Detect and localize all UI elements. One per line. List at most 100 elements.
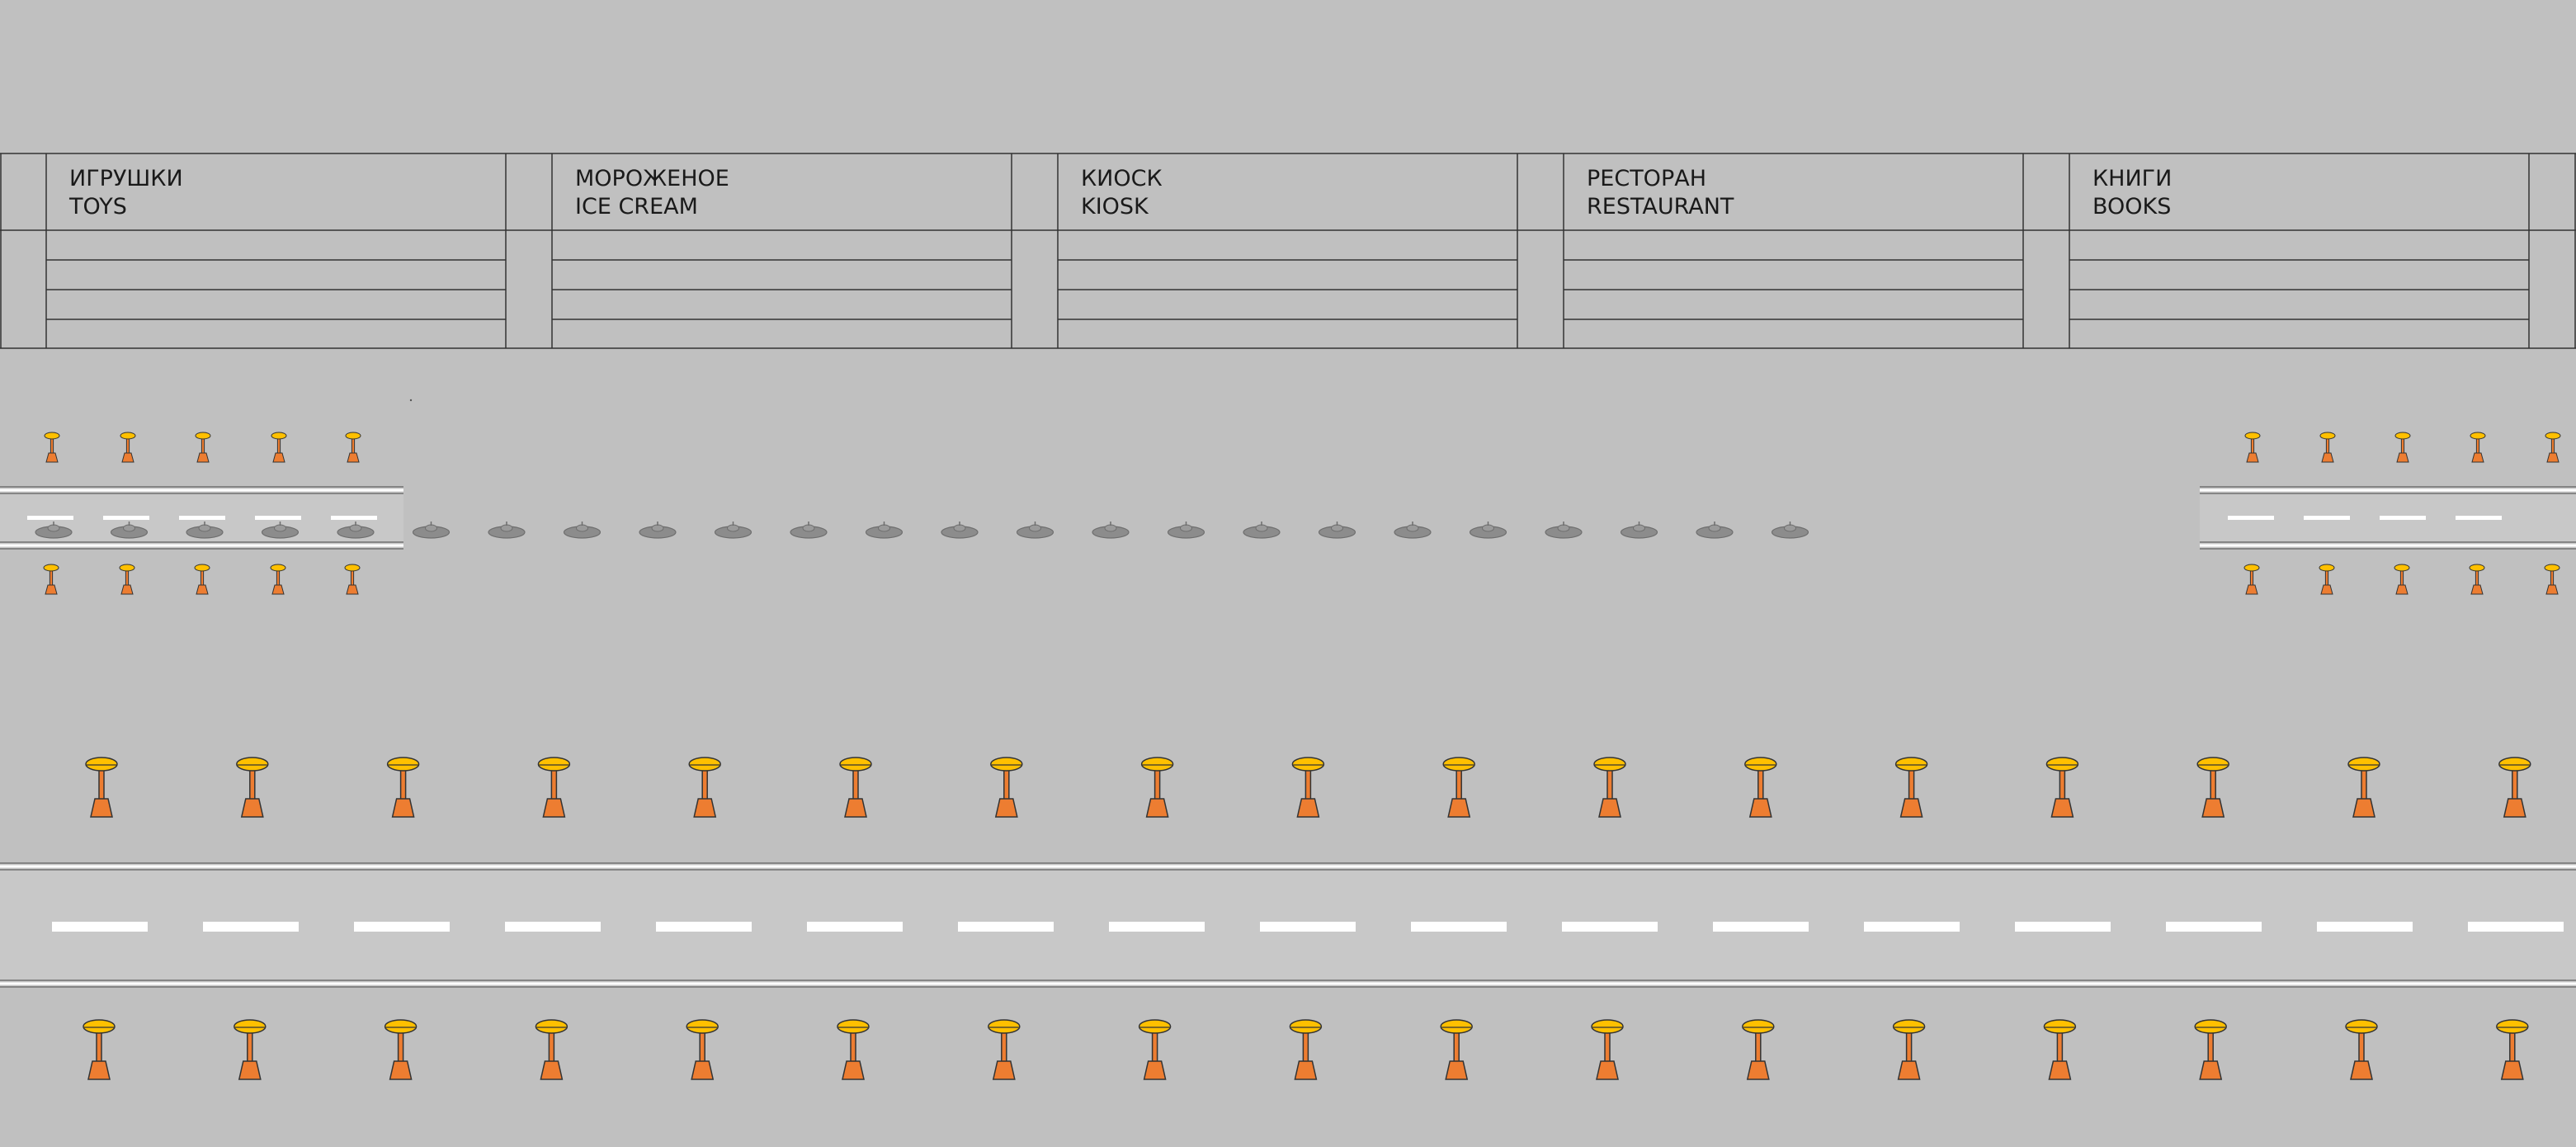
- lane-dash: [2228, 516, 2274, 520]
- street-lamp-icon: [344, 564, 361, 595]
- main-road: [0, 862, 2576, 988]
- shop-name-ru: МОРОЖЕНОЕ: [575, 166, 729, 191]
- lane-dash: [1713, 922, 1809, 932]
- lane-dash: [331, 516, 377, 520]
- street-lamp-icon: [120, 432, 136, 463]
- street-lamp-icon: [1892, 1019, 1926, 1080]
- stray-dot: [409, 399, 413, 402]
- street-lamp-icon: [1138, 1019, 1172, 1080]
- street-lamp-icon: [1591, 1019, 1624, 1080]
- lane-dash: [2317, 922, 2413, 932]
- cymbal-plate-icon: [1620, 521, 1658, 539]
- lane-dash: [2380, 516, 2426, 520]
- street-lamp-icon: [537, 757, 571, 818]
- upper-lamps: [43, 432, 2561, 595]
- street-lamp-icon: [2244, 432, 2261, 463]
- lane-dash: [179, 516, 225, 520]
- lane-dash: [2015, 922, 2111, 932]
- shop-name-en: KIOSK: [1081, 194, 1149, 219]
- street-lamp-icon: [1289, 1019, 1323, 1080]
- street-lamp-icon: [2045, 757, 2079, 818]
- street-lamp-icon: [1291, 757, 1325, 818]
- shop-label-books: КНИГИ BOOKS: [2092, 165, 2172, 221]
- cymbal-plate-icon: [865, 521, 903, 539]
- lane-dash: [656, 922, 752, 932]
- street-lamp-icon: [688, 757, 721, 818]
- street-lamp-icon: [990, 757, 1023, 818]
- street-lamp-icon: [2498, 757, 2531, 818]
- shop-name-en: ICE CREAM: [575, 194, 698, 219]
- lane-dash: [354, 922, 450, 932]
- street-lamp-icon: [2545, 432, 2561, 463]
- street-lamp-icon: [1744, 757, 1777, 818]
- street-lamp-icon: [2319, 564, 2335, 595]
- lane-dash: [1864, 922, 1960, 932]
- shop-label-restaurant: РЕСТОРАН RESTAURANT: [1587, 165, 1734, 221]
- cymbal-plate-icon: [639, 521, 677, 539]
- lane-dash: [2166, 922, 2262, 932]
- shop-name-en: BOOKS: [2092, 194, 2172, 219]
- street-lamp-icon: [2194, 1019, 2227, 1080]
- street-lamp-icon: [2394, 432, 2411, 463]
- street-lamp-icon: [1742, 1019, 1775, 1080]
- street-lamp-icon: [2319, 432, 2336, 463]
- street-lamp-icon: [2196, 757, 2229, 818]
- shop-label-kiosk: КИОСК KIOSK: [1081, 165, 1163, 221]
- upper-road: [0, 486, 2576, 550]
- street-lamp-icon: [837, 1019, 870, 1080]
- street-lamp-icon: [384, 1019, 418, 1080]
- street-lamp-icon: [236, 757, 269, 818]
- lane-dash: [255, 516, 301, 520]
- lower-road: [0, 862, 2576, 988]
- street-lamp-icon: [2496, 1019, 2529, 1080]
- street-lamp-icon: [839, 757, 872, 818]
- lane-dash: [1109, 922, 1205, 932]
- street-lamp-icon: [194, 564, 210, 595]
- lane-dash: [958, 922, 1054, 932]
- street-lamp-icon: [686, 1019, 719, 1080]
- street-lamp-icon: [535, 1019, 569, 1080]
- street-lamp-icon: [2544, 564, 2560, 595]
- street-lamp-icon: [43, 564, 59, 595]
- cymbal-plate-icon: [1016, 521, 1054, 539]
- shop-name-ru: РЕСТОРАН: [1587, 166, 1706, 191]
- shop-row: [0, 153, 2576, 349]
- street-lamp-icon: [1894, 757, 1928, 818]
- cymbal-plate-icon: [1092, 521, 1130, 539]
- street-lamp-icon: [2345, 1019, 2378, 1080]
- street-lamp-icon: [234, 1019, 267, 1080]
- street-lamp-icon: [386, 757, 420, 818]
- lane-dash: [203, 922, 299, 932]
- lane-dash: [27, 516, 73, 520]
- street-lamp-icon: [85, 757, 118, 818]
- street-lamp-icon: [2470, 432, 2486, 463]
- cymbal-plate-icon: [563, 521, 602, 539]
- upper-road-left: [0, 486, 403, 550]
- shop-name-ru: КНИГИ: [2092, 166, 2173, 191]
- street-lamp-icon: [2469, 564, 2485, 595]
- street-lamp-icon: [2243, 564, 2260, 595]
- cymbal-plate-icon: [1394, 521, 1432, 539]
- cymbal-plate-icon: [488, 521, 526, 539]
- street-lamp-icon: [83, 1019, 116, 1080]
- street-lamp-icon: [270, 564, 286, 595]
- lane-dash: [52, 922, 148, 932]
- cymbal-plate-icon: [1167, 521, 1205, 539]
- cymbal-plate-icon: [1318, 521, 1356, 539]
- street-lamp-icon: [2347, 757, 2380, 818]
- shop-name-ru: ИГРУШКИ: [69, 166, 183, 191]
- lane-dash: [505, 922, 601, 932]
- cymbal-plate-icon: [790, 521, 828, 539]
- street-lamp-icon: [2394, 564, 2410, 595]
- lane-dash: [1260, 922, 1356, 932]
- street-lamp-icon: [1442, 757, 1475, 818]
- street-lamp-icon: [1593, 757, 1626, 818]
- cymbal-plate-icon: [412, 521, 451, 539]
- shop-name-en: TOYS: [69, 194, 127, 219]
- lane-dash: [1562, 922, 1658, 932]
- cymbal-plate-icon: [1696, 521, 1734, 539]
- shop-name-en: RESTAURANT: [1587, 194, 1734, 219]
- street-lamp-icon: [2043, 1019, 2077, 1080]
- street-lamp-icon: [119, 564, 135, 595]
